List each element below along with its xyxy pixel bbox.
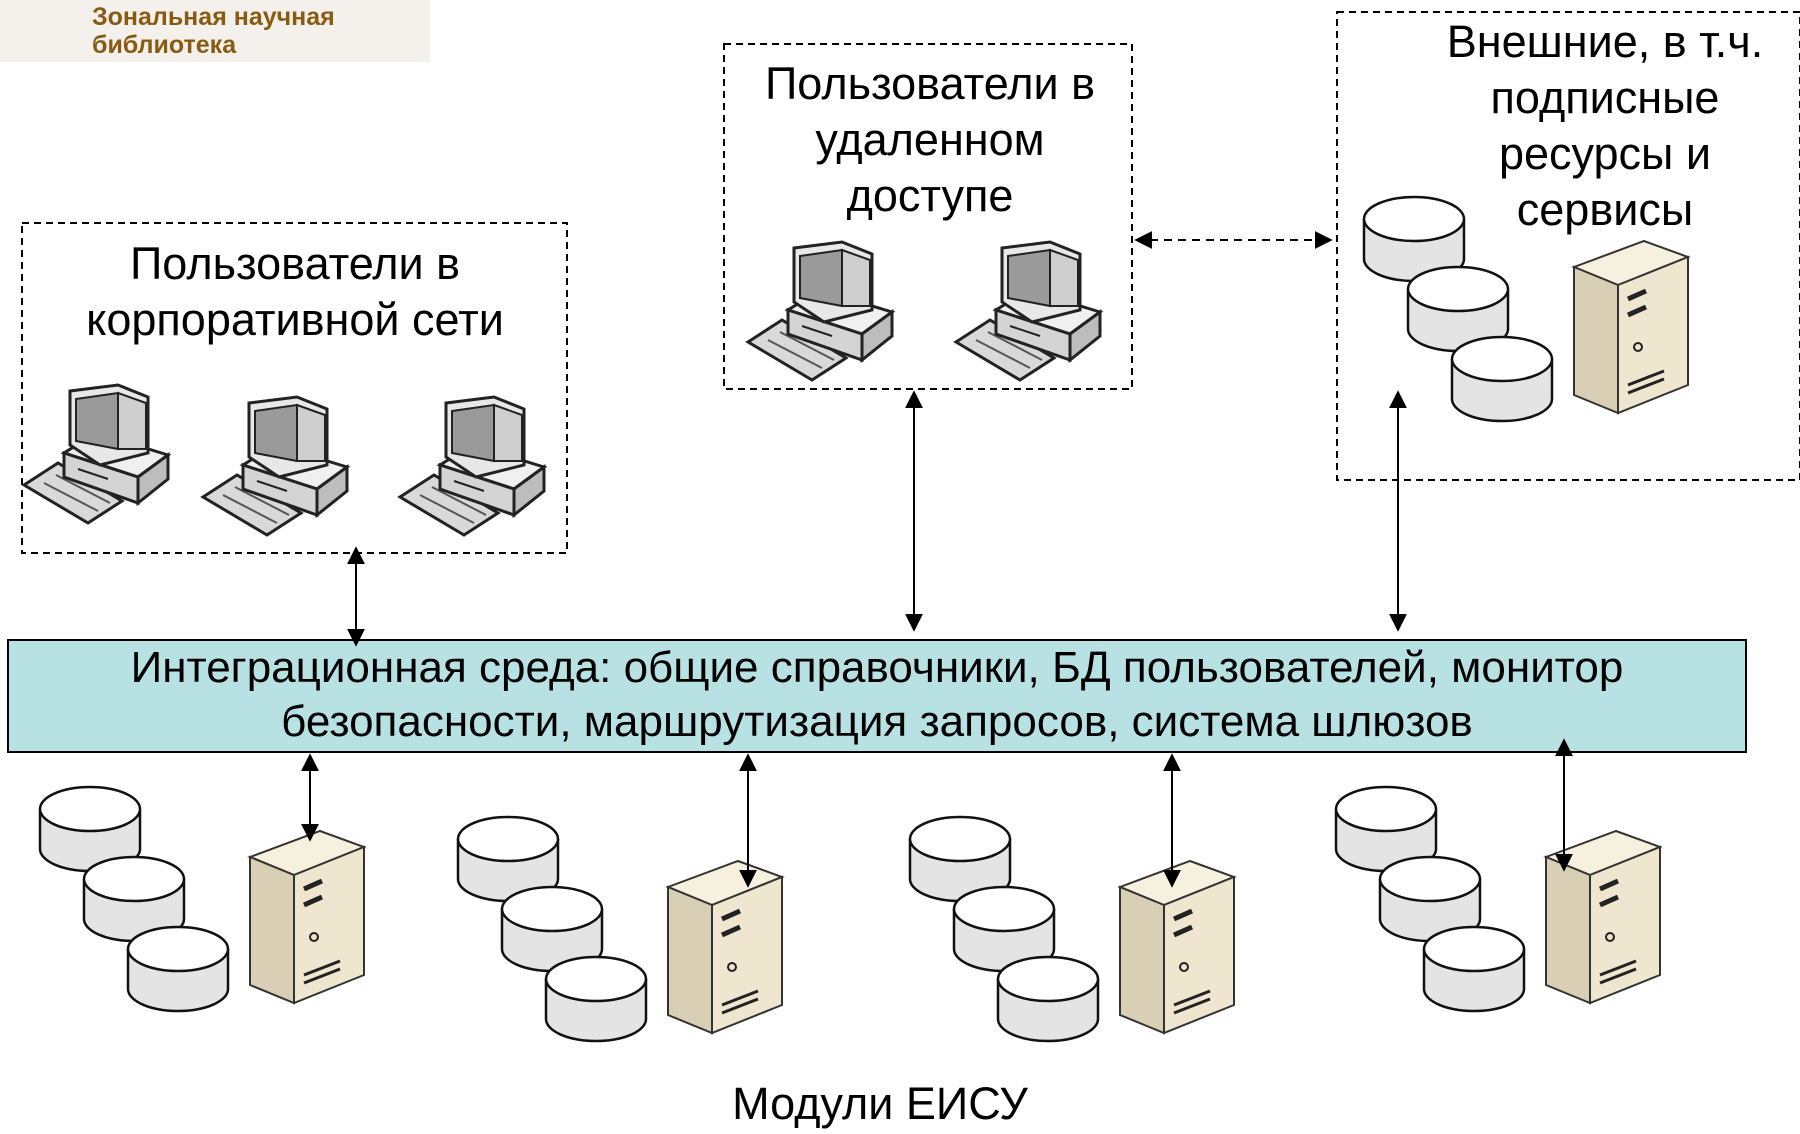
external-resources-label: Внешние, в т.ч. подписные ресурсы и серв… <box>1446 16 1764 235</box>
integration-bar-line-1: Интеграционная среда: общие справочники,… <box>130 643 1624 692</box>
logo-line-2: библиотека <box>92 31 237 59</box>
external-resources-box <box>1336 11 1800 481</box>
database-server-icon <box>1336 787 1660 1011</box>
database-server-icon <box>40 787 364 1011</box>
logo-line-1: Зональная научная <box>92 3 335 31</box>
database-server-icon <box>458 817 782 1041</box>
workstation-icon <box>22 383 170 525</box>
logo: Зональная научная библиотека <box>0 0 430 62</box>
corporate-users-label: Пользователи в корпоративной сети <box>86 238 504 345</box>
remote-users-label: Пользователи в удаленном доступе <box>764 58 1096 221</box>
corporate-users-box <box>21 222 568 554</box>
integration-bar <box>7 639 1747 753</box>
workstation-icon <box>398 395 546 537</box>
remote-users-box <box>723 43 1133 390</box>
workstation-icon <box>746 240 894 382</box>
integration-bar-line-2: безопасности, маршрутизация запросов, си… <box>281 697 1473 746</box>
workstation-icon <box>201 395 349 537</box>
workstation-icon <box>954 240 1102 382</box>
modules-label: Модули ЕИСУ <box>732 1078 1028 1129</box>
database-server-icon <box>910 817 1234 1041</box>
